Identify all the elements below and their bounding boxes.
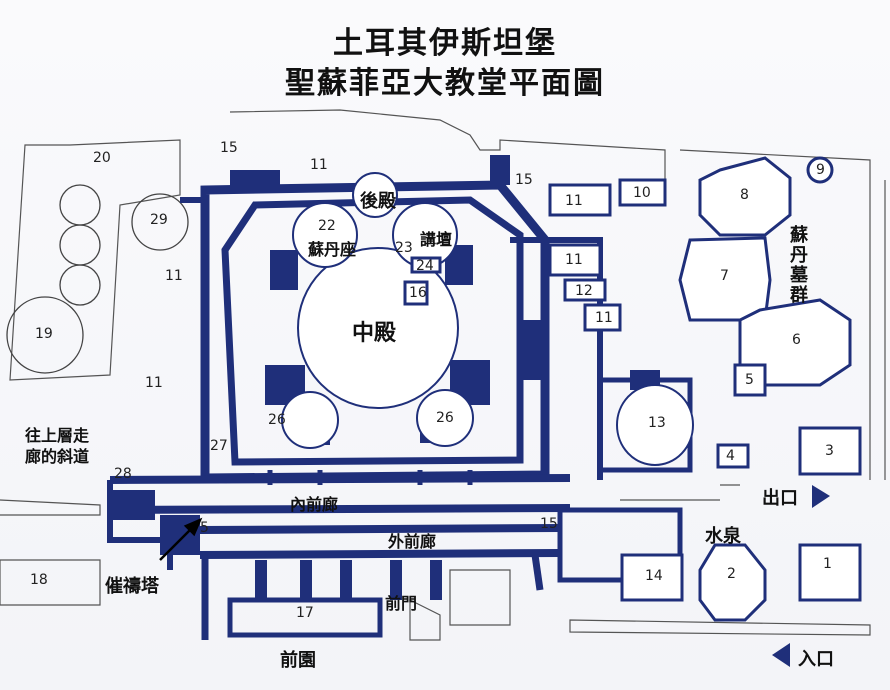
label-exit: 出口: [762, 488, 798, 509]
room-number: 5: [200, 520, 209, 536]
exit-arrow-icon: [812, 485, 830, 508]
small-rooms: [403, 178, 684, 602]
room-number: 28: [114, 466, 132, 482]
room-number: 29: [150, 212, 168, 228]
room-number: 11: [165, 268, 183, 284]
label-front-gate: 前門: [385, 594, 418, 613]
label-sultan-loge: 蘇丹座: [308, 240, 357, 259]
room-number: 22: [318, 218, 336, 234]
room-number: 11: [565, 193, 583, 209]
room-number: 4: [726, 448, 735, 464]
room-number: 15: [220, 140, 238, 156]
room-number: 14: [645, 568, 663, 584]
room-number: 2: [727, 566, 736, 582]
label-apse: 後殿: [360, 191, 396, 212]
room-number: 9: [816, 162, 825, 178]
label-entrance: 入口: [798, 649, 834, 670]
room-number: 18: [30, 572, 48, 588]
title-line-2: 聖蘇菲亞大教堂平面圖: [285, 66, 605, 101]
title-line-1: 土耳其伊斯坦堡: [333, 26, 557, 61]
label-inner-narthex: 內前廊: [290, 495, 339, 514]
room-number: 20: [93, 150, 111, 166]
room-number: 24: [416, 258, 434, 274]
room-number: 11: [310, 157, 328, 173]
entrance-arrow-icon: [772, 643, 790, 667]
label-fountain: 水泉: [705, 526, 741, 547]
label-minbar: 講壇: [420, 230, 453, 249]
room-number: 6: [792, 332, 801, 348]
label-minaret: 催禱塔: [105, 576, 159, 597]
room-number: 12: [575, 283, 593, 299]
room-number: 10: [633, 185, 651, 201]
room-number: 1: [823, 556, 832, 572]
label-atrium: 前園: [280, 650, 316, 671]
room-number: 17: [296, 605, 314, 621]
room-number: 7: [720, 268, 729, 284]
room-number: 27: [210, 438, 228, 454]
minaret-pointer: [159, 517, 203, 561]
room-number: 11: [145, 375, 163, 391]
tombs: [678, 156, 862, 622]
outline-lines: [0, 109, 886, 641]
room-number: 15: [515, 172, 533, 188]
room-number: 3: [825, 443, 834, 459]
room-number: 15: [540, 516, 558, 532]
room-number: 11: [565, 252, 583, 268]
room-number: 13: [648, 415, 666, 431]
room-number: 19: [35, 326, 53, 342]
room-number: 8: [740, 187, 749, 203]
label-ramp-line2: 廊的斜道: [25, 447, 90, 466]
room-number: 5: [745, 372, 754, 388]
label-ramp-line1: 往上層走: [25, 426, 90, 445]
room-number: 23: [395, 240, 413, 256]
main-walls: [107, 180, 693, 640]
domes: [281, 172, 694, 466]
piers: [110, 155, 660, 600]
room-number: 26: [268, 412, 286, 428]
left-circles: [6, 184, 189, 374]
label-outer-narthex: 外前廊: [388, 532, 437, 551]
label-nave: 中殿: [352, 321, 397, 346]
room-number: 11: [595, 310, 613, 326]
room-number: 16: [409, 285, 427, 301]
label-sultans-tombs: 蘇丹墓群: [787, 225, 808, 305]
arrows: [772, 485, 830, 667]
room-number: 26: [436, 410, 454, 426]
